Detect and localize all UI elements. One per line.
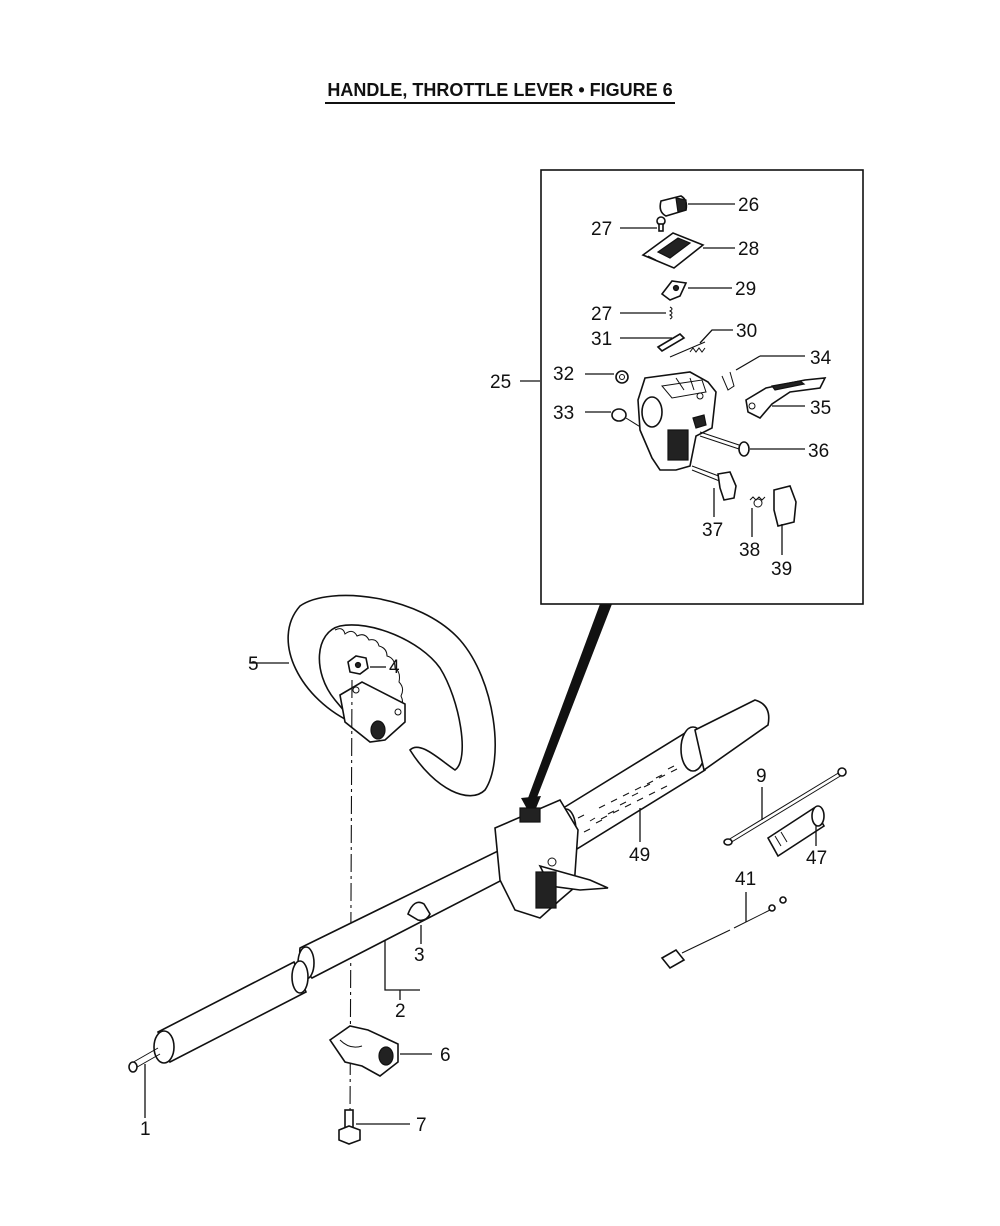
callout-38: 38 <box>739 540 760 561</box>
handle-clamp-upper <box>339 681 406 743</box>
part-29-lever <box>660 280 732 301</box>
shaft-main <box>153 848 507 1064</box>
callout-29: 29 <box>735 279 756 300</box>
callout-39: 39 <box>771 559 792 580</box>
assembly-centerline <box>349 679 353 1121</box>
part-28-plate <box>641 232 735 269</box>
callout-25: 25 <box>490 372 511 393</box>
part-38-spring <box>749 496 766 537</box>
part-37-stop-pin <box>691 465 737 517</box>
part-39-cover <box>773 485 797 555</box>
detail-pointer-arrow <box>521 796 541 818</box>
callout-35: 35 <box>810 398 831 419</box>
throttle-housing <box>637 371 717 471</box>
callout-31: 31 <box>591 329 612 350</box>
part-49-grip <box>555 699 770 854</box>
part-6-lower-clamp <box>328 1025 432 1077</box>
part-41-stop-wire <box>660 892 787 970</box>
detail-inset-box <box>540 169 864 605</box>
part-27-screw-upper <box>620 216 666 232</box>
part-47-cable-boot <box>766 805 826 858</box>
part-9-throttle-cable <box>723 767 847 846</box>
callout-5: 5 <box>248 654 259 675</box>
callout-37: 37 <box>702 520 723 541</box>
part-33-washer <box>585 408 643 429</box>
part-3-clip <box>407 901 431 944</box>
callout-32: 32 <box>553 364 574 385</box>
part-35-throttle-lever <box>745 377 827 419</box>
callout-4: 4 <box>389 657 400 678</box>
part-1-drive-shaft <box>128 1047 161 1118</box>
callout-30: 30 <box>736 321 757 342</box>
callout-7: 7 <box>416 1115 427 1136</box>
callout-26: 26 <box>738 195 759 216</box>
callout-1: 1 <box>140 1119 151 1140</box>
callout-33: 33 <box>553 403 574 424</box>
callout-28: 28 <box>738 239 759 260</box>
part-32-nut <box>585 370 629 384</box>
part-5-loop-handle <box>250 594 496 797</box>
callout-27-upper: 27 <box>591 219 612 240</box>
part-4-nut <box>347 655 386 675</box>
detail-pointer <box>528 604 612 800</box>
part-26-knob <box>659 195 735 217</box>
callout-41: 41 <box>735 869 756 890</box>
part-34-spring <box>721 355 805 391</box>
part-31-link <box>620 332 686 353</box>
callout-2: 2 <box>395 1001 406 1022</box>
part-27-spring-lower <box>620 306 673 320</box>
part-7-bolt <box>338 1109 410 1145</box>
callout-27-lower: 27 <box>591 304 612 325</box>
throttle-housing-assembled <box>494 798 609 919</box>
callout-47: 47 <box>806 848 827 869</box>
callout-6: 6 <box>440 1045 451 1066</box>
callout-34: 34 <box>810 348 832 369</box>
callout-9: 9 <box>756 766 767 787</box>
page-title: HANDLE, THROTTLE LEVER • FIGURE 6 <box>0 80 1000 104</box>
figure-title: HANDLE, THROTTLE LEVER • FIGURE 6 <box>325 80 675 104</box>
callout-49: 49 <box>629 845 650 866</box>
part-30-spring <box>669 329 733 358</box>
part-2-shaft-tube <box>384 940 420 1000</box>
callout-3: 3 <box>414 945 425 966</box>
part-36-screw <box>699 431 805 457</box>
callout-36: 36 <box>808 441 829 462</box>
